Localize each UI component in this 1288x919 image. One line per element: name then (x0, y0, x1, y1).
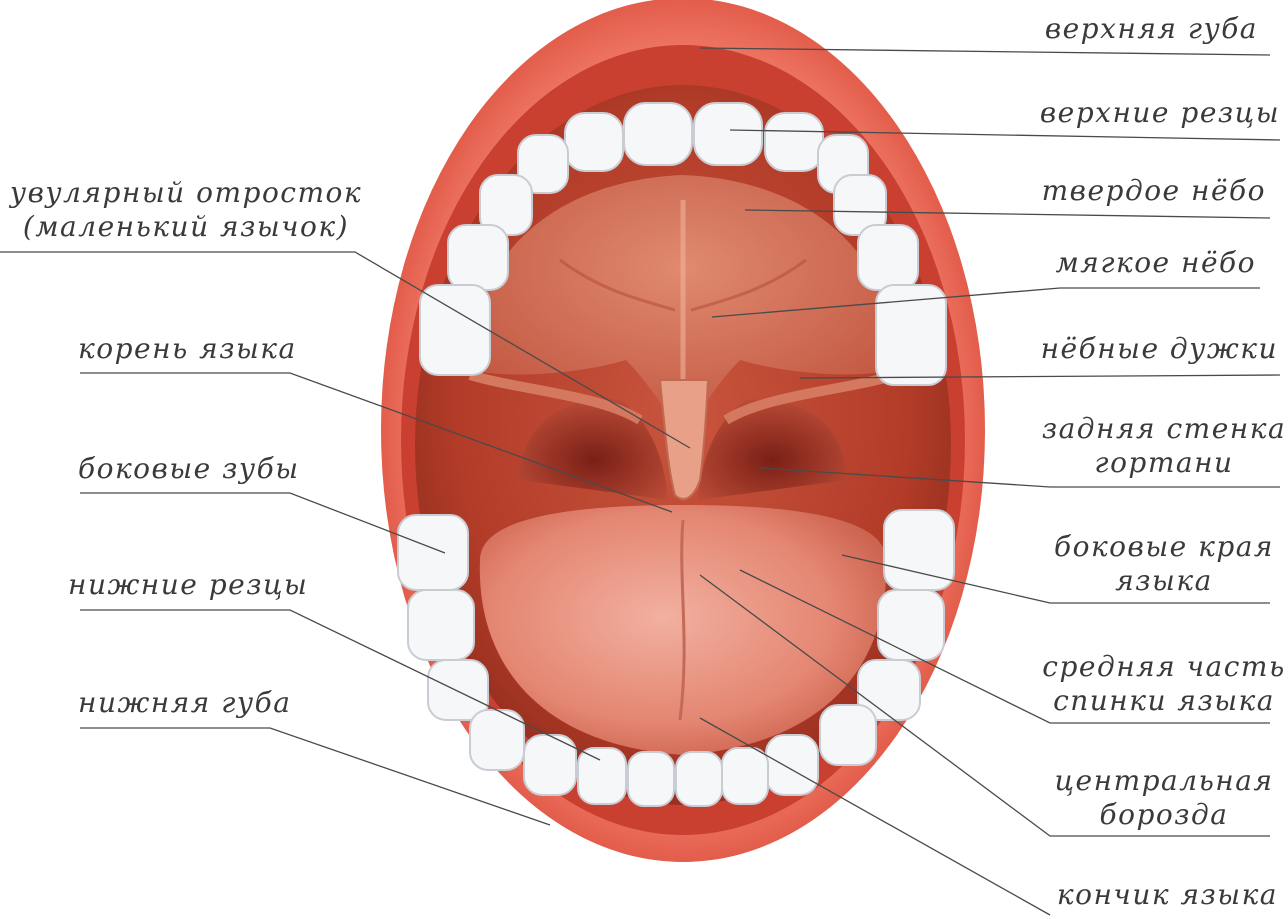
label-uvula-line2: (маленький язычок) (0, 210, 372, 244)
label-central-groove-line1: центральная (1040, 764, 1288, 798)
label-tongue-edges-line1: боковые края (1040, 530, 1288, 564)
label-tongue-middle-line2: спинки языка (1040, 684, 1288, 718)
label-palatine-arches: нёбные дужки (1041, 332, 1278, 366)
label-tongue-root: корень языка (78, 332, 297, 366)
label-tongue-edges: боковые края языка (1040, 530, 1288, 598)
label-tongue-edges-line2: языка (1040, 564, 1288, 598)
label-pharynx-wall-line2: гортани (1040, 446, 1288, 480)
label-lower-lip: нижняя губа (78, 686, 291, 720)
label-tongue-tip: кончик языка (1057, 878, 1278, 912)
label-uvula-line1: увулярный отросток (0, 176, 372, 210)
label-tongue-middle-line1: средняя часть (1040, 650, 1288, 684)
label-central-groove-line2: борозда (1040, 798, 1288, 832)
label-pharynx-wall-line1: задняя стенка (1040, 412, 1288, 446)
label-upper-lip: верхняя губа (1045, 12, 1258, 46)
label-upper-incisors: верхние резцы (1040, 96, 1280, 130)
label-tongue-middle: средняя часть спинки языка (1040, 650, 1288, 718)
label-side-teeth: боковые зубы (78, 452, 300, 486)
label-central-groove: центральная борозда (1040, 764, 1288, 832)
label-hard-palate: твердое нёбо (1042, 174, 1266, 208)
label-lower-incisors: нижние резцы (68, 568, 308, 602)
label-soft-palate: мягкое нёбо (1056, 246, 1256, 280)
label-pharynx-wall: задняя стенка гортани (1040, 412, 1288, 480)
label-uvula: увулярный отросток (маленький язычок) (0, 176, 372, 244)
